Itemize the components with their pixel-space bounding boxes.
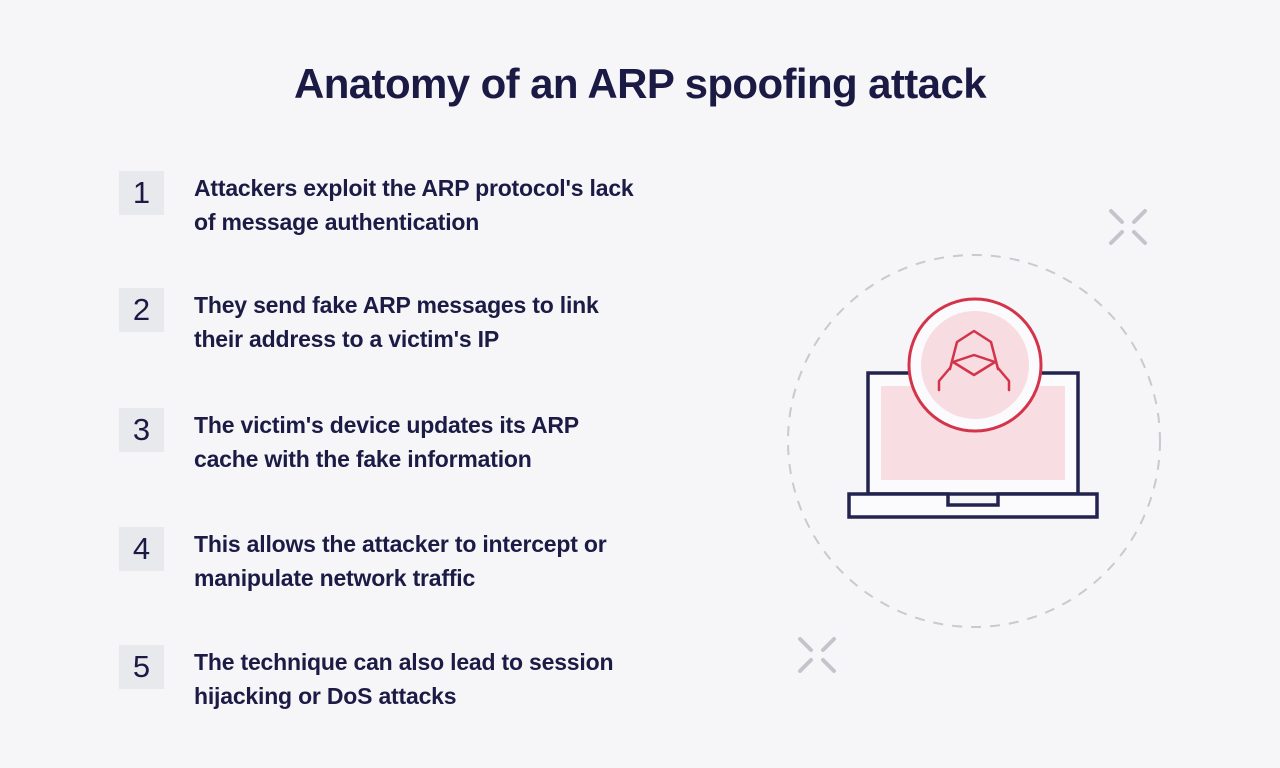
step-number-badge: 3 bbox=[119, 408, 164, 452]
attacker-illustration bbox=[787, 209, 1161, 673]
step-item-5: 5 The technique can also lead to session… bbox=[119, 645, 754, 713]
hacker-left-shoulder bbox=[937, 366, 952, 392]
step-number-badge: 1 bbox=[119, 171, 164, 215]
step-text: The technique can also lead to session h… bbox=[194, 649, 614, 709]
dashed-circle-outline bbox=[787, 254, 1161, 628]
step-text: This allows the attacker to intercept or… bbox=[194, 531, 607, 591]
step-item-2: 2 They send fake ARP messages to link th… bbox=[119, 288, 754, 356]
hooded-hacker-avatar-icon bbox=[907, 297, 1043, 433]
hacker-right-shoulder bbox=[996, 366, 1011, 392]
page-title: Anatomy of an ARP spoofing attack bbox=[294, 60, 987, 107]
x-sparkle-top-right-icon bbox=[1109, 209, 1147, 245]
step-number-badge: 4 bbox=[119, 527, 164, 571]
step-text: They send fake ARP messages to link thei… bbox=[194, 292, 599, 352]
laptop-base bbox=[847, 492, 1099, 519]
x-sparkle-bottom-left-icon bbox=[798, 637, 836, 673]
hacker-face bbox=[951, 353, 997, 377]
step-text: The victim's device updates its ARP cach… bbox=[194, 412, 579, 472]
hacker-figure bbox=[937, 329, 1011, 392]
step-number-badge: 2 bbox=[119, 288, 164, 332]
avatar-inner-circle bbox=[921, 311, 1029, 419]
step-item-1: 1 Attackers exploit the ARP protocol's l… bbox=[119, 171, 754, 239]
step-item-4: 4 This allows the attacker to intercept … bbox=[119, 527, 754, 595]
hacker-hood bbox=[948, 329, 1000, 371]
step-item-3: 3 The victim's device updates its ARP ca… bbox=[119, 408, 754, 476]
step-number-badge: 5 bbox=[119, 645, 164, 689]
step-text: Attackers exploit the ARP protocol's lac… bbox=[194, 175, 634, 235]
